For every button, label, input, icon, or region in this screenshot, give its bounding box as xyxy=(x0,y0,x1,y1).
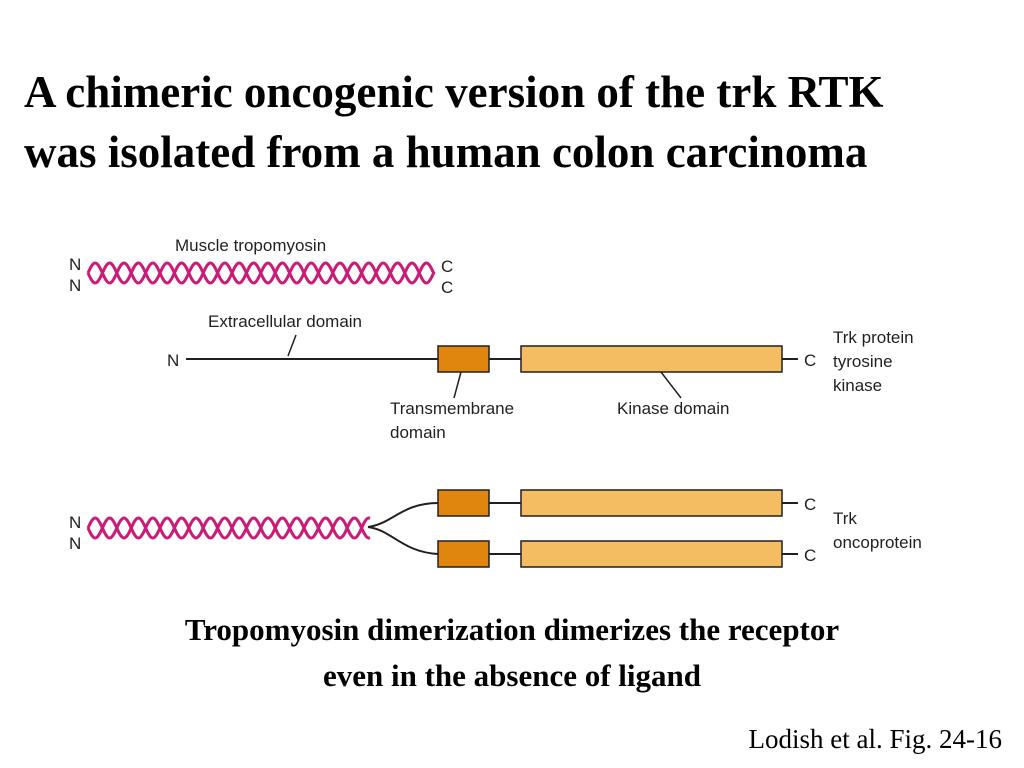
tropomyosin-n-terminus-bottom: N xyxy=(69,276,81,295)
oncoprotein-name-line-2: oncoprotein xyxy=(833,533,922,552)
oncoprotein-strand-2 xyxy=(86,516,371,540)
title-line-1: A chimeric oncogenic version of the trk … xyxy=(24,67,884,117)
transmembrane-label-line-1: Transmembrane xyxy=(390,399,514,418)
receptor-name-line-2: tyrosine xyxy=(833,352,893,371)
tropomyosin-c-terminus-bottom: C xyxy=(441,278,453,297)
oncoprotein-n-terminus-bottom: N xyxy=(69,534,81,553)
slide-title: A chimeric oncogenic version of the trk … xyxy=(24,62,1014,182)
tropomyosin-strand-2 xyxy=(86,261,436,285)
lower-chain-connector xyxy=(367,526,439,555)
oncoprotein-strand-1 xyxy=(86,516,371,540)
caption-line-2: even in the absence of ligand xyxy=(322,658,702,693)
oncoprotein-name-line-1: Trk xyxy=(833,509,857,528)
lower-transmembrane-domain xyxy=(437,540,490,568)
transmembrane-pointer-line xyxy=(453,371,462,399)
tropomyosin-n-terminus-top: N xyxy=(69,255,81,274)
upper-kinase-domain xyxy=(520,489,783,517)
transmembrane-label-line-2: domain xyxy=(390,423,446,442)
upper-chain-connector xyxy=(367,502,439,528)
caption-line-1: Tropomyosin dimerization dimerizes the r… xyxy=(184,612,840,647)
receptor-n-terminus: N xyxy=(167,351,179,370)
upper-transmembrane-domain xyxy=(437,489,490,517)
lower-kinase-domain xyxy=(520,540,783,568)
oncoprotein-n-terminus-top: N xyxy=(69,513,81,532)
kinase-domain-label: Kinase domain xyxy=(617,399,729,418)
extracellular-pointer-line xyxy=(287,334,297,357)
extracellular-domain-label: Extracellular domain xyxy=(208,312,362,331)
kinase-domain xyxy=(520,345,783,373)
transmembrane-domain xyxy=(437,345,490,373)
slide-caption: Tropomyosin dimerization dimerizes the r… xyxy=(0,607,1024,699)
tropomyosin-coiled-coil xyxy=(86,261,436,285)
oncoprotein-c-terminus-bottom: C xyxy=(804,546,816,565)
tropomyosin-label: Muscle tropomyosin xyxy=(175,236,326,255)
oncoprotein-c-terminus-top: C xyxy=(804,495,816,514)
receptor-name-line-1: Trk protein xyxy=(833,328,914,347)
title-line-2: was isolated from a human colon carcinom… xyxy=(24,127,868,177)
oncoprotein-tropomyosin-coil xyxy=(86,516,371,540)
tropomyosin-c-terminus-top: C xyxy=(441,257,453,276)
figure-credit: Lodish et al. Fig. 24-16 xyxy=(748,724,1002,754)
kinase-pointer-line xyxy=(660,371,682,399)
receptor-c-terminus: C xyxy=(804,351,816,370)
receptor-name-line-3: kinase xyxy=(833,376,882,395)
